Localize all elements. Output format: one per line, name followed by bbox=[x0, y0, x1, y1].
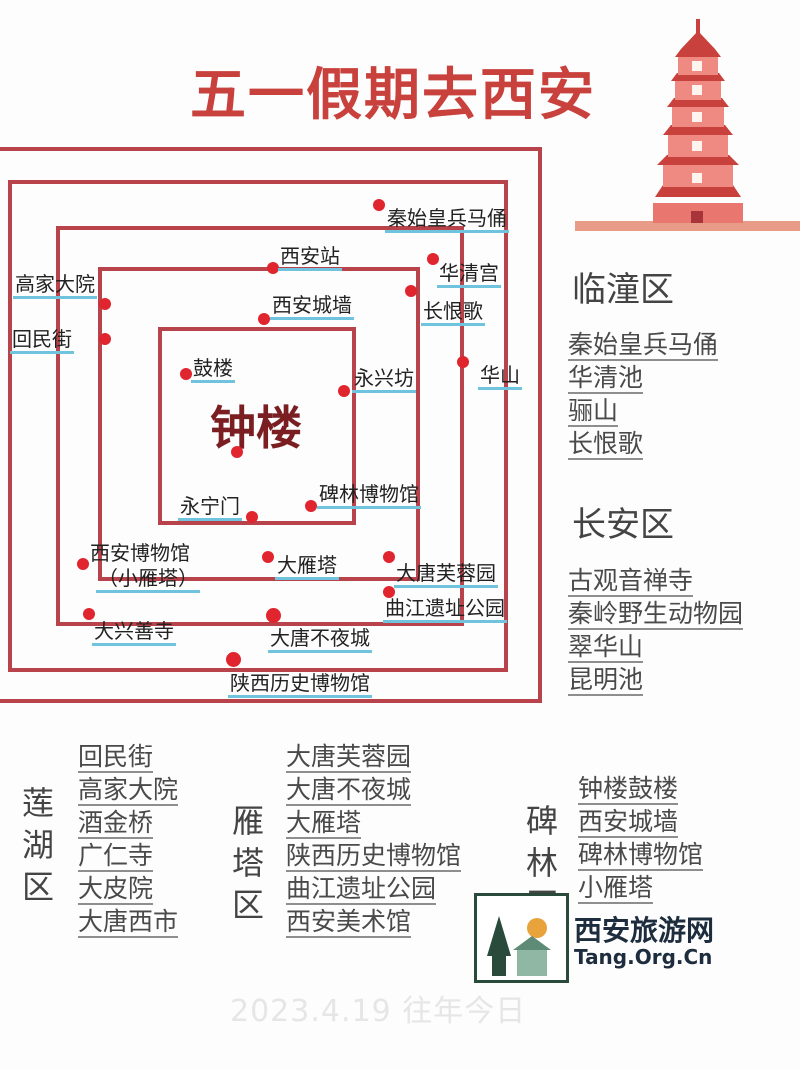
district-beilin-list: 钟楼鼓楼 西安城墙 碑林博物馆 小雁塔 bbox=[578, 772, 704, 904]
list-item: 大雁塔 bbox=[286, 808, 362, 839]
dot-furong bbox=[383, 551, 395, 563]
label-gaojia: 高家大院 bbox=[13, 272, 97, 299]
list-item: 陕西历史博物馆 bbox=[286, 841, 462, 872]
label-dayan: 大雁塔 bbox=[275, 553, 339, 580]
list-item: 大唐芙蓉园 bbox=[286, 742, 412, 773]
center-dot bbox=[231, 446, 243, 458]
label-gulou: 鼓楼 bbox=[191, 356, 235, 383]
list-item: 古观音禅寺 bbox=[568, 566, 694, 597]
dot-beilin bbox=[305, 500, 317, 512]
list-item: 长恨歌 bbox=[568, 429, 644, 460]
list-item: 钟楼鼓楼 bbox=[578, 774, 679, 805]
district-lianhu-list: 回民街 高家大院 酒金桥 广仁寺 大皮院 大唐西市 bbox=[78, 740, 179, 938]
label-yongning: 永宁门 bbox=[178, 494, 242, 521]
dot-huaqing bbox=[427, 253, 439, 265]
dot-budaye bbox=[266, 608, 281, 623]
ring-second bbox=[98, 267, 420, 581]
watermark-name: 西安旅游网 bbox=[574, 914, 715, 947]
list-item: 秦岭野生动物园 bbox=[568, 599, 744, 630]
list-item: 碑林博物馆 bbox=[578, 840, 704, 871]
dot-city-wall bbox=[258, 313, 270, 325]
dot-xian-museum bbox=[77, 558, 89, 570]
label-xiaoyan: （小雁塔） bbox=[96, 566, 200, 593]
dot-shaanxi-museum bbox=[226, 652, 241, 667]
dot-qujiang bbox=[383, 586, 395, 598]
page-title: 五一假期去西安 bbox=[190, 63, 596, 128]
center-label: 钟楼 bbox=[210, 401, 302, 455]
label-qinshihuang: 秦始皇兵马俑 bbox=[385, 206, 509, 233]
dot-yongxing bbox=[338, 385, 350, 397]
label-daxingshan: 大兴善寺 bbox=[92, 619, 176, 646]
list-item: 大皮院 bbox=[78, 874, 154, 905]
list-item: 小雁塔 bbox=[578, 873, 654, 904]
dot-xian-station bbox=[267, 262, 279, 274]
ring-inner bbox=[158, 327, 356, 525]
list-item: 翠华山 bbox=[568, 632, 644, 663]
label-beilin: 碑林博物馆 bbox=[317, 482, 421, 509]
list-item: 酒金桥 bbox=[78, 808, 154, 839]
label-yongxing: 永兴坊 bbox=[352, 366, 416, 393]
list-item: 回民街 bbox=[78, 742, 154, 773]
district-yanta-title: 雁塔区 bbox=[231, 802, 264, 924]
ring-third bbox=[56, 226, 464, 626]
label-huaqing: 华清宫 bbox=[437, 261, 501, 288]
label-budaye: 大唐不夜城 bbox=[268, 626, 372, 653]
district-changan-list: 古观音禅寺 秦岭野生动物园 翠华山 昆明池 bbox=[568, 564, 744, 696]
dot-huimin bbox=[99, 333, 111, 345]
list-item: 广仁寺 bbox=[78, 841, 154, 872]
label-xian-museum: 西安博物馆 bbox=[90, 541, 190, 565]
label-qujiang: 曲江遗址公园 bbox=[383, 596, 507, 623]
list-item: 昆明池 bbox=[568, 665, 644, 696]
label-huimin: 回民街 bbox=[10, 327, 74, 354]
label-xian-station: 西安站 bbox=[278, 244, 342, 271]
list-item: 曲江遗址公园 bbox=[286, 874, 437, 905]
district-yanta-list: 大唐芙蓉园 大唐不夜城 大雁塔 陕西历史博物馆 曲江遗址公园 西安美术馆 bbox=[286, 740, 462, 938]
dot-yongning bbox=[246, 511, 258, 523]
dot-qinshihuang bbox=[373, 199, 385, 211]
list-item: 西安美术馆 bbox=[286, 907, 412, 938]
ring-fourth bbox=[8, 180, 508, 672]
dot-dayan bbox=[262, 551, 274, 563]
dot-gaojia bbox=[99, 298, 111, 310]
watermark-url: Tang.Org.Cn bbox=[574, 945, 713, 969]
district-lianhu-title: 莲湖区 bbox=[21, 784, 54, 906]
label-shaanxi-museum: 陕西历史博物馆 bbox=[228, 671, 372, 698]
district-changan-title: 长安区 bbox=[572, 505, 674, 545]
list-item: 华清池 bbox=[568, 363, 644, 394]
label-huashan: 华山 bbox=[478, 363, 522, 390]
list-item: 西安城墙 bbox=[578, 807, 679, 838]
pagoda-icon bbox=[575, 19, 800, 231]
dot-changhen bbox=[405, 285, 417, 297]
dot-daxingshan bbox=[83, 608, 95, 620]
dot-gulou bbox=[180, 368, 192, 380]
list-item: 秦始皇兵马俑 bbox=[568, 330, 719, 361]
district-lintong-list: 秦始皇兵马俑 华清池 骊山 长恨歌 bbox=[568, 328, 719, 460]
watermark-logo bbox=[474, 893, 569, 983]
ring-outermost bbox=[0, 147, 542, 703]
list-item: 高家大院 bbox=[78, 775, 179, 806]
label-changhen: 长恨歌 bbox=[421, 299, 485, 326]
label-furong: 大唐芙蓉园 bbox=[394, 561, 498, 588]
faded-date-text: 2023.4.19 往年今日 bbox=[230, 994, 527, 1029]
list-item: 大唐不夜城 bbox=[286, 775, 412, 806]
list-item: 骊山 bbox=[568, 396, 619, 427]
dot-huashan bbox=[457, 356, 469, 368]
pagoda-logo-icon bbox=[487, 916, 551, 976]
label-city-wall: 西安城墙 bbox=[270, 293, 354, 320]
list-item: 大唐西市 bbox=[78, 907, 179, 938]
watermark: 西安旅游网 Tang.Org.Cn bbox=[474, 893, 724, 983]
district-lintong-title: 临潼区 bbox=[572, 270, 674, 310]
